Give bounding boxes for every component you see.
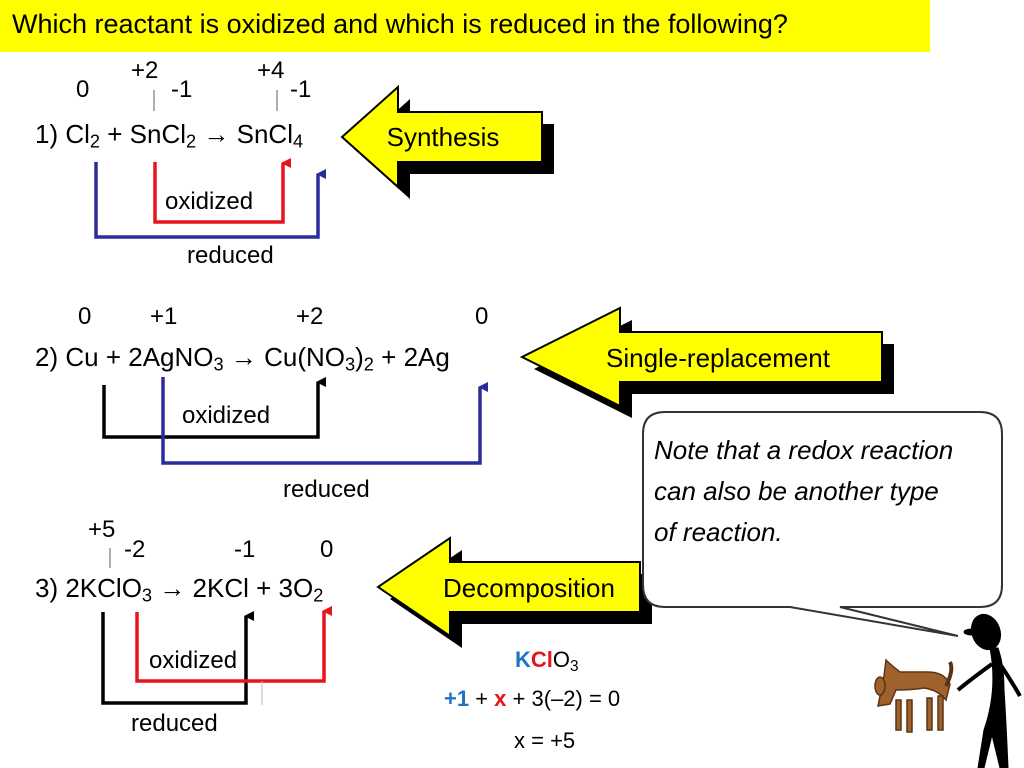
r1-oxidized-bracket: [153, 158, 291, 224]
r2-arrow: →: [230, 342, 257, 372]
dog-icon: [874, 658, 954, 733]
r1-ox-sn-left: +2: [131, 57, 159, 84]
note-bubble-shape: [642, 411, 1003, 637]
r1-ox-cl-right: -1: [290, 76, 312, 103]
r2-equation: 2) Cu + 2AgNO3 → Cu(NO3)2 + 2Ag: [35, 342, 450, 375]
r3-oxidized-label: oxidized: [149, 647, 238, 674]
r3-ox-cl: -1: [234, 536, 256, 563]
r3-oxidized-bracket: [135, 606, 332, 683]
r1-ox-cl: 0: [76, 76, 90, 103]
r2-reduced-bracket: [161, 377, 488, 465]
r1-arrow: →: [203, 119, 230, 149]
single-replacement-label: Single-replacement: [605, 343, 830, 373]
page-title: Which reactant is oxidized and which is …: [12, 9, 788, 39]
r2-ox-cu: 0: [78, 303, 92, 330]
r2-ox-ag0: 0: [475, 303, 489, 330]
r1-ox-sn-right: +4: [257, 57, 285, 84]
decomposition-arrow-shape: [376, 536, 652, 648]
decomposition-label: Decomposition: [443, 573, 615, 603]
r3-ox-cl5: +5: [88, 516, 116, 543]
note-text: Note that a redox reaction can also be a…: [654, 435, 954, 547]
r3-ox-o: -2: [124, 536, 146, 563]
r3-reduced-bracket: [101, 611, 254, 705]
r3-reduced-label: reduced: [131, 710, 218, 737]
calc-result: x = +5: [514, 728, 576, 753]
r1-equation: 1) Cl2 + SnCl2 → SnCl4: [35, 119, 304, 152]
synthesis-arrow-shape: [340, 84, 554, 199]
r2-ox-cu2: +2: [296, 303, 324, 330]
r1-oxidized-label: oxidized: [165, 188, 254, 215]
synthesis-label: Synthesis: [386, 122, 500, 152]
person-icon: [956, 613, 1022, 768]
calc-formula: KClO3: [515, 647, 579, 675]
r2-oxidized-bracket: [102, 377, 326, 439]
r2-oxidized-label: oxidized: [182, 402, 271, 429]
r2-reduced-label: reduced: [283, 476, 370, 503]
r1-ox-cl-left: -1: [171, 76, 193, 103]
title-banner: Which reactant is oxidized and which is …: [0, 0, 930, 52]
r3-equation: 3) 2KClO3 → 2KCl + 3O2: [35, 573, 324, 606]
r3-ox-o0: 0: [320, 536, 334, 563]
r2-ox-ag: +1: [150, 303, 178, 330]
single-replacement-arrow-shape: [519, 306, 894, 418]
r3-arrow: →: [159, 573, 186, 603]
r1-reduced-bracket: [94, 162, 326, 239]
calc-equation: +1 + x + 3(–2) = 0: [444, 686, 621, 711]
r1-reduced-label: reduced: [187, 242, 274, 269]
